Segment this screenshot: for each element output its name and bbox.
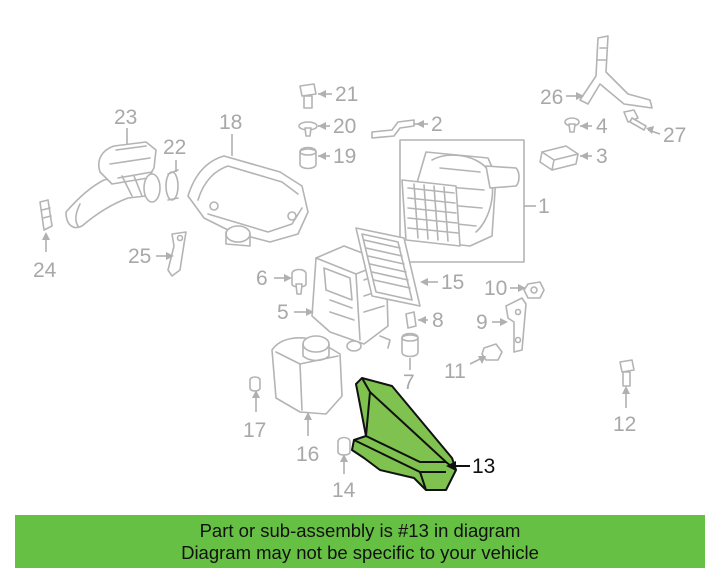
part-7-grommet (401, 332, 419, 370)
label-3: 3 (596, 145, 608, 168)
label-26: 26 (540, 86, 563, 109)
label-22: 22 (163, 136, 186, 159)
label-5: 5 (277, 301, 289, 324)
part-19-grommet (299, 146, 330, 170)
label-7: 7 (403, 371, 415, 394)
part-10-nut (510, 281, 545, 299)
part-24-clip (39, 199, 53, 252)
part-16-resonator (271, 335, 343, 436)
label-14: 14 (332, 479, 356, 502)
label-9: 9 (476, 311, 488, 334)
part-12-bolt (619, 359, 635, 408)
part-21-bolt (299, 83, 332, 109)
label-21: 21 (335, 83, 358, 106)
part-6-grommet (274, 268, 307, 295)
label-20: 20 (333, 115, 356, 138)
label-16: 16 (296, 443, 319, 466)
label-15: 15 (441, 271, 464, 294)
label-1: 1 (538, 195, 550, 218)
label-2: 2 (431, 113, 443, 136)
label-17: 17 (243, 419, 266, 442)
label-12: 12 (613, 413, 636, 436)
part-labels: 23 22 18 24 25 21 20 19 2 1 26 4 27 3 6 … (33, 83, 686, 502)
label-8: 8 (432, 309, 444, 332)
banner-line-1: Part or sub-assembly is #13 in diagram (199, 519, 521, 541)
label-11: 11 (444, 360, 466, 383)
part-1-case-assembly (399, 139, 536, 263)
part-18-air-box-top (187, 134, 309, 247)
part-8-clip (405, 311, 428, 329)
info-banner: Part or sub-assembly is #13 in diagram D… (15, 515, 705, 568)
part-22-clamp (165, 160, 179, 201)
label-19: 19 (333, 145, 356, 168)
part-17-clip (249, 376, 261, 412)
label-24: 24 (33, 259, 57, 282)
part-25-bracket (156, 231, 187, 277)
label-23: 23 (114, 106, 137, 129)
part-23-intake-duct (65, 128, 161, 229)
part-20-screw (298, 121, 330, 137)
banner-line-2: Diagram may not be specific to your vehi… (181, 541, 539, 563)
part-13-air-duct (351, 377, 470, 491)
part-9-bracket (492, 297, 527, 353)
label-6: 6 (256, 267, 268, 290)
part-27-bolt (623, 109, 661, 135)
part-11-nut (469, 343, 503, 365)
part-4-screw (564, 117, 592, 133)
label-18: 18 (219, 111, 242, 134)
part-15-filter (355, 227, 438, 307)
label-4: 4 (596, 115, 608, 138)
label-13: 13 (472, 455, 495, 478)
label-27: 27 (663, 124, 686, 147)
part-2-strip (371, 119, 428, 139)
parts-diagram: 23 22 18 24 25 21 20 19 2 1 26 4 27 3 6 … (33, 35, 686, 502)
label-25: 25 (128, 245, 151, 268)
part-14-grommet (337, 436, 351, 474)
part-26-bracket (566, 35, 653, 109)
part-3-sensor (539, 145, 592, 171)
label-10: 10 (484, 277, 507, 300)
